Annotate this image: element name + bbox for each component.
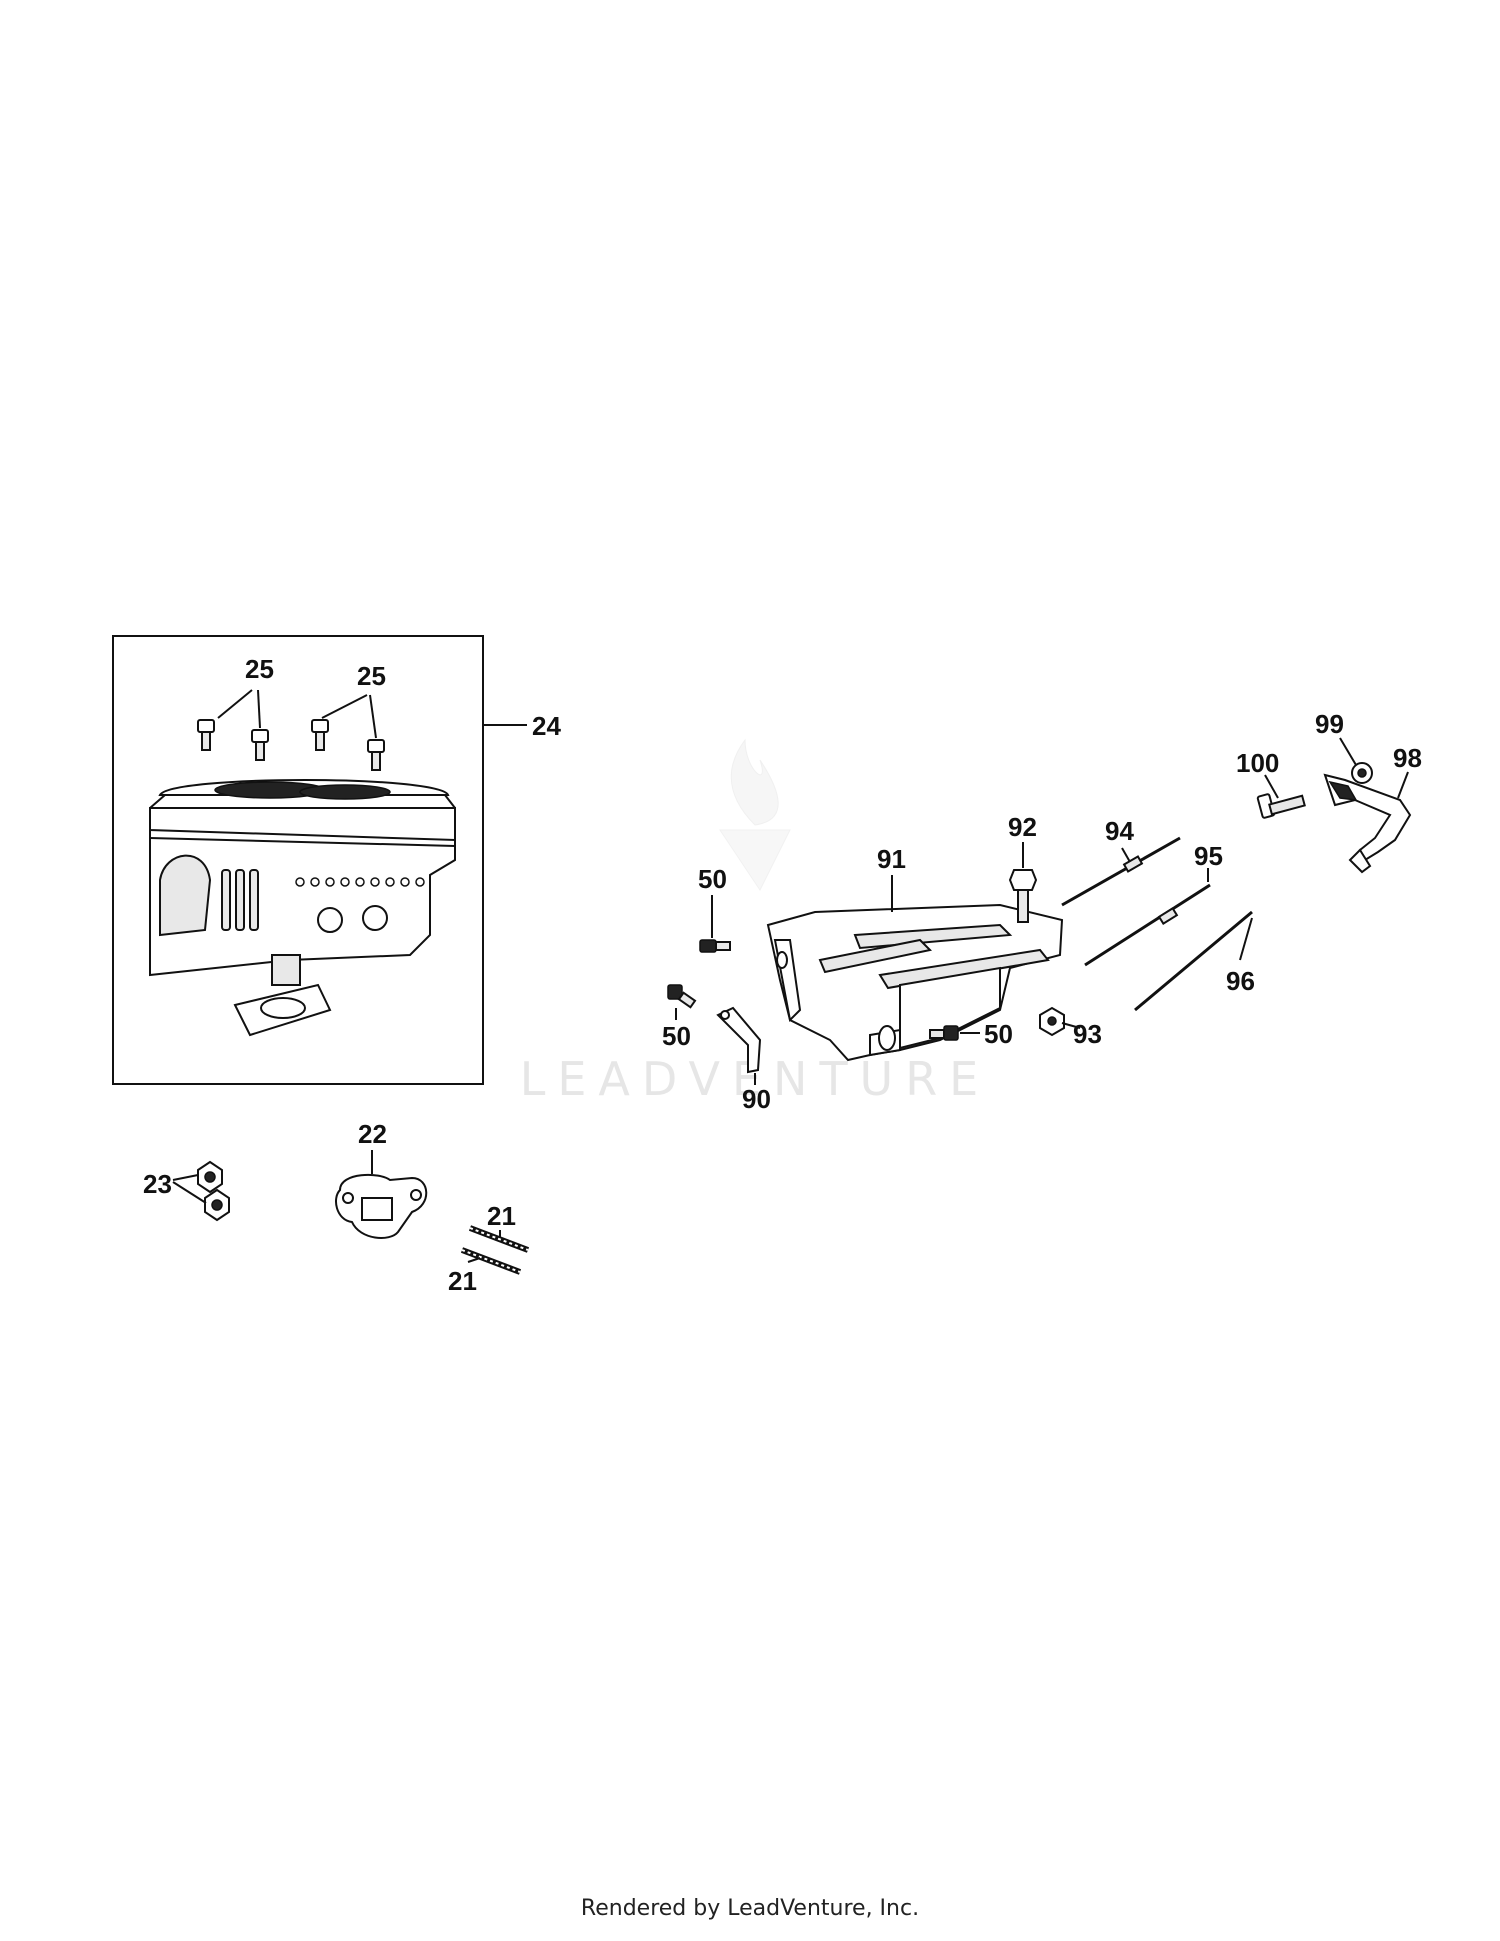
rod-96	[1134, 910, 1253, 1012]
heat-shield-91	[766, 903, 1064, 1062]
leader-98	[1397, 771, 1409, 799]
washer-99-hole	[1357, 768, 1367, 778]
callout-50: 50	[698, 864, 727, 894]
footer-credit: Rendered by LeadVenture, Inc.	[580, 1896, 920, 1921]
nut-23	[197, 1160, 223, 1194]
screw-25	[197, 719, 215, 751]
leader-96	[1239, 917, 1253, 961]
callout-23: 23	[143, 1169, 172, 1199]
leader-21	[467, 1257, 481, 1263]
screw-25	[367, 739, 385, 771]
callout-93: 93	[1073, 1019, 1102, 1049]
leader-25	[257, 689, 261, 729]
leader-100	[1264, 774, 1279, 799]
screw-25	[311, 719, 329, 751]
callout-99: 99	[1315, 709, 1344, 739]
callout-94: 94	[1105, 816, 1134, 846]
bracket-98	[1323, 773, 1412, 874]
stud-21	[460, 1247, 522, 1275]
leader-25	[321, 694, 368, 719]
leader-25	[369, 694, 377, 739]
rod-94	[1061, 836, 1181, 907]
callout-24: 24	[532, 711, 561, 741]
leader-94	[1121, 847, 1131, 863]
rod-95	[1084, 883, 1211, 967]
callout-100: 100	[1236, 748, 1279, 778]
muffler-assembly-box	[112, 635, 484, 1085]
callout-91: 91	[877, 844, 906, 874]
callout-92: 92	[1008, 812, 1037, 842]
callout-50: 50	[984, 1019, 1013, 1049]
screw-group-25	[197, 719, 385, 771]
screw-25	[251, 729, 269, 761]
callout-22: 22	[358, 1119, 387, 1149]
bolt-100	[1256, 793, 1306, 819]
bolt-50	[929, 1025, 959, 1041]
stud-21	[468, 1225, 530, 1253]
leader-25	[217, 689, 253, 719]
gasket-22	[335, 1173, 428, 1239]
callout-96: 96	[1226, 966, 1255, 996]
leader-23	[172, 1174, 199, 1181]
nut-93	[1039, 1006, 1065, 1037]
callout-90: 90	[742, 1084, 771, 1114]
muffler-outlet	[317, 907, 343, 933]
callout-98: 98	[1393, 743, 1422, 773]
callout-25: 25	[357, 661, 386, 691]
callout-50: 50	[662, 1021, 691, 1051]
nut-23	[204, 1188, 230, 1222]
bolt-92	[1008, 869, 1038, 923]
callout-21: 21	[487, 1201, 516, 1231]
bracket-90	[716, 1006, 762, 1074]
muffler-outlet	[362, 905, 388, 931]
leader-23	[172, 1181, 207, 1204]
callout-21: 21	[448, 1266, 477, 1296]
leader-93	[1061, 1022, 1081, 1029]
callout-25: 25	[245, 654, 274, 684]
callout-95: 95	[1194, 841, 1223, 871]
muffler-slots	[221, 869, 259, 931]
bolt-50	[667, 984, 697, 1009]
leader-99	[1339, 737, 1357, 766]
muffler	[149, 779, 456, 1037]
bolt-50	[699, 939, 731, 953]
watermark-logo	[719, 738, 791, 891]
muffler-holes	[295, 877, 425, 887]
